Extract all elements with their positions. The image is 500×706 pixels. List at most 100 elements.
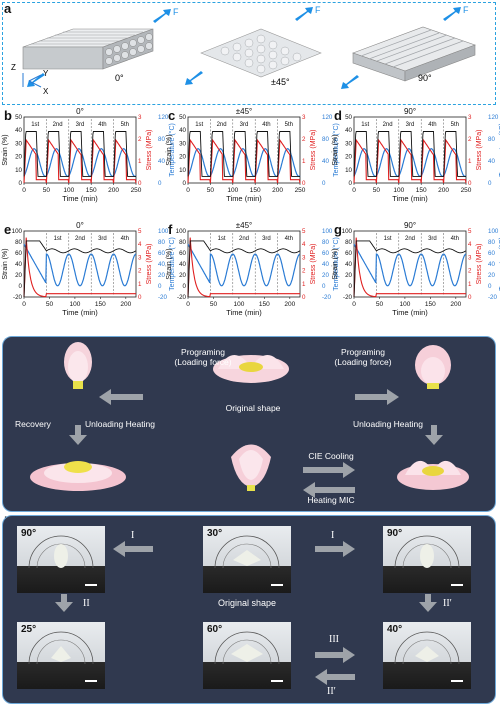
plot-title: ±45° [236,107,253,116]
y-tick-label-temperature: -20 [322,294,332,301]
y-tick-label-stress: 4 [468,241,472,248]
ylabel-stress: Stress (MPa) [476,244,483,285]
arrow-label-ii-left: II [83,598,90,609]
y-tick-label-strain: 40 [15,127,22,134]
y-tick-label-temperature: 120 [322,114,333,121]
series-stress [23,138,137,184]
programing-left-text: Programing (Loading force) [174,347,232,368]
y-tick-label-stress: 2 [302,268,306,275]
plot-title: 0° [76,107,84,116]
x-tick-label: 100 [69,301,80,308]
arrow-label-i-right: I [331,530,335,541]
y-tick-label-strain: 10 [15,167,22,174]
y-tick-label-temperature: 80 [488,136,495,143]
lotus-original [213,354,289,383]
y-tick-label-temperature: 40 [322,261,329,268]
y-tick-label-strain: 20 [179,154,186,161]
x-tick-label: 100 [393,187,404,194]
y-tick-label-strain: 100 [342,228,353,235]
y-tick-label-temperature: 0 [158,283,162,290]
photo-top-right: 90° [383,526,471,593]
x-tick-label: 250 [131,187,142,194]
arrow-label-ii-prime-right: II′ [443,598,452,609]
series-strain [353,240,467,298]
cycle-label: 3rd [262,236,271,242]
ylabel-strain: Strain (%) [2,134,9,165]
y-tick-label-temperature: 120 [488,114,499,121]
ylabel-strain: Strain (%) [166,134,173,165]
y-tick-label-strain: -20 [177,294,187,301]
angle-top-center: 30° [207,528,223,539]
x-tick-label: 100 [233,301,244,308]
panel-label-a: a [4,1,12,16]
y-tick-label-temperature: 60 [488,250,495,257]
panel-label-g: g [334,222,342,237]
angle-bottom-center: 60° [207,624,223,635]
y-tick-label-strain: 100 [176,228,187,235]
xlabel: Time (min) [392,194,428,203]
cycle-label: 1st [31,122,39,128]
y-tick-label-strain: 50 [15,114,22,121]
photo-bottom-right: 40° [383,622,471,689]
panel-label-f: f [168,222,173,237]
y-tick-label-stress: 3 [302,254,306,261]
ylabel-temperature: Temperature (°C) [498,123,500,177]
y-tick-label-strain: 20 [179,272,186,279]
plot-frame [187,230,301,298]
ylabel-strain: Strain (%) [166,248,173,279]
series-stress [187,237,300,298]
x-tick-label: 50 [376,301,384,308]
y-tick-label-temperature: -20 [158,294,168,301]
arrow-label-iii: III [329,634,339,645]
x-tick-label: 150 [259,301,270,308]
x-tick-label: 50 [210,301,218,308]
heating-mic-text: Heating MIC [307,495,355,505]
y-tick-label-strain: -20 [13,294,23,301]
cycle-label: 5th [121,122,129,128]
y-tick-label-stress: 0 [138,294,142,301]
series-strain [23,131,136,177]
cycle-label: 1st [361,122,369,128]
lotus-recovered [30,461,126,491]
series-stress [353,237,466,298]
y-tick-label-temperature: 20 [158,272,165,279]
y-tick-label-strain: 40 [345,261,352,268]
cycle-label: 4th [98,122,106,128]
fiber-orientation-illustration [22,7,476,89]
x-tick-label: 0 [352,301,356,308]
cycle-label: 3rd [76,122,85,128]
series-strain [187,240,301,298]
xlabel: Time (min) [62,194,98,203]
x-tick-label: 200 [450,301,461,308]
y-tick-label-stress: 5 [468,228,472,235]
series-temperature [353,148,467,178]
y-tick-label-stress: 1 [302,281,306,288]
axis-z-label: Z [11,63,16,72]
process-arrows [69,389,443,498]
orientation-0: 0° [115,73,124,83]
y-tick-label-stress: 1 [468,158,472,165]
y-tick-label-stress: 1 [468,281,472,288]
cycle-label: 2nd [383,122,393,128]
ylabel-strain: Strain (%) [2,248,9,279]
x-tick-label: 50 [207,187,215,194]
y-tick-label-stress: 4 [302,241,306,248]
angle-bottom-left: 25° [21,624,37,635]
plot-frame [23,116,137,184]
ylabel-strain: Strain (%) [332,248,339,279]
angle-top-left: 90° [21,528,37,539]
y-tick-label-stress: 4 [138,241,142,248]
y-tick-label-temperature: 40 [488,158,495,165]
series-stress [23,237,136,298]
series-temperature [353,243,467,287]
y-tick-label-strain: 50 [345,114,352,121]
panel-label-b: b [4,108,12,123]
cycle-label: 3rd [240,122,249,128]
y-tick-label-strain: 0 [19,283,23,290]
arrow-label-i-left: I [131,530,135,541]
plot-title: 90° [404,107,416,116]
x-tick-label: 100 [399,301,410,308]
scalebar [451,680,463,682]
y-tick-label-temperature: 60 [158,250,165,257]
panel-label-c: c [168,108,176,123]
